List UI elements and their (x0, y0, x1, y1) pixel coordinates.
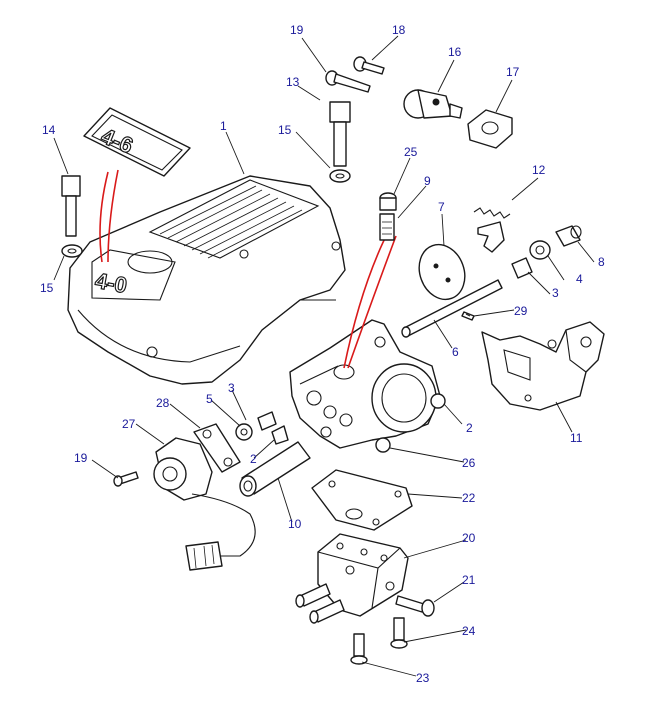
plenum-chamber: 4-0 (67, 175, 346, 385)
throttle-shaft-6 (401, 279, 503, 338)
bush-26 (375, 437, 391, 453)
bolt-18 (353, 56, 385, 75)
bolt-23 (350, 633, 368, 665)
plug-25 (379, 192, 397, 211)
throttle-disc-7 (418, 243, 466, 301)
callout-22: 22 (462, 491, 476, 505)
bush-3-left (257, 411, 277, 431)
callout-20: 20 (462, 531, 476, 545)
callout-16: 16 (448, 45, 462, 59)
callout-15-center: 15 (278, 123, 292, 137)
bolt-19-top (325, 70, 371, 93)
callout-4: 4 (576, 272, 583, 286)
sensor-27 (153, 437, 256, 571)
callout-6: 6 (452, 345, 459, 359)
callout-15-left: 15 (40, 281, 54, 295)
callout-5: 5 (206, 392, 213, 406)
badge-4-0-text: 4-0 (93, 268, 129, 298)
callout-25: 25 (404, 145, 418, 159)
callout-29: 29 (514, 304, 528, 318)
callout-19-left: 19 (74, 451, 88, 465)
callout-7: 7 (438, 200, 445, 214)
callout-21: 21 (462, 573, 476, 587)
callout-2-left: 2 (250, 452, 257, 466)
callout-17: 17 (506, 65, 520, 79)
bush-4 (529, 240, 551, 260)
bolt-24 (390, 617, 408, 649)
screw-29 (461, 311, 475, 321)
callout-14: 14 (42, 123, 56, 137)
bush-2-right (430, 393, 446, 409)
screw-19-left (113, 471, 139, 487)
spring-12 (473, 207, 511, 253)
callout-24: 24 (462, 624, 476, 638)
bolt-14 (61, 175, 81, 237)
gasket-17 (467, 109, 513, 149)
callout-27: 27 (122, 417, 136, 431)
callout-12: 12 (532, 163, 546, 177)
washer-15-left (61, 244, 83, 258)
callout-26: 26 (462, 456, 476, 470)
callout-8: 8 (598, 255, 605, 269)
idle-valve-16 (403, 89, 463, 119)
bolt-13 (329, 101, 351, 167)
bush-2-left (271, 425, 289, 445)
callout-10: 10 (288, 517, 302, 531)
housing-20 (295, 533, 409, 624)
bush-3-right (511, 257, 533, 279)
badge-4-6: 4-6 (83, 107, 191, 177)
callout-19-top: 19 (290, 23, 304, 37)
bush-5 (235, 423, 253, 441)
callout-13: 13 (286, 75, 300, 89)
callout-11: 11 (570, 431, 583, 445)
stud-9 (379, 213, 395, 241)
gasket-22 (311, 469, 413, 531)
callout-3-left: 3 (228, 381, 235, 395)
bush-8 (555, 225, 582, 247)
callout-9: 9 (424, 174, 431, 188)
tube-10 (239, 441, 311, 497)
callout-3-right: 3 (552, 286, 559, 300)
leader-lines (53, 35, 595, 677)
bracket-11 (481, 321, 605, 411)
washer-15-center (329, 169, 351, 183)
callout-18: 18 (392, 23, 406, 37)
callout-2-throttle: 2 (466, 421, 473, 435)
gasket-28 (193, 423, 241, 473)
throttle-body (289, 319, 441, 449)
callouts: 1 2 2 3 3 4 5 6 7 8 9 10 11 12 13 14 15 … (40, 23, 605, 685)
callout-28: 28 (156, 396, 170, 410)
highlight-lines (99, 169, 397, 369)
callout-23: 23 (416, 671, 430, 685)
callout-1: 1 (220, 119, 227, 133)
bolt-21 (395, 595, 435, 617)
